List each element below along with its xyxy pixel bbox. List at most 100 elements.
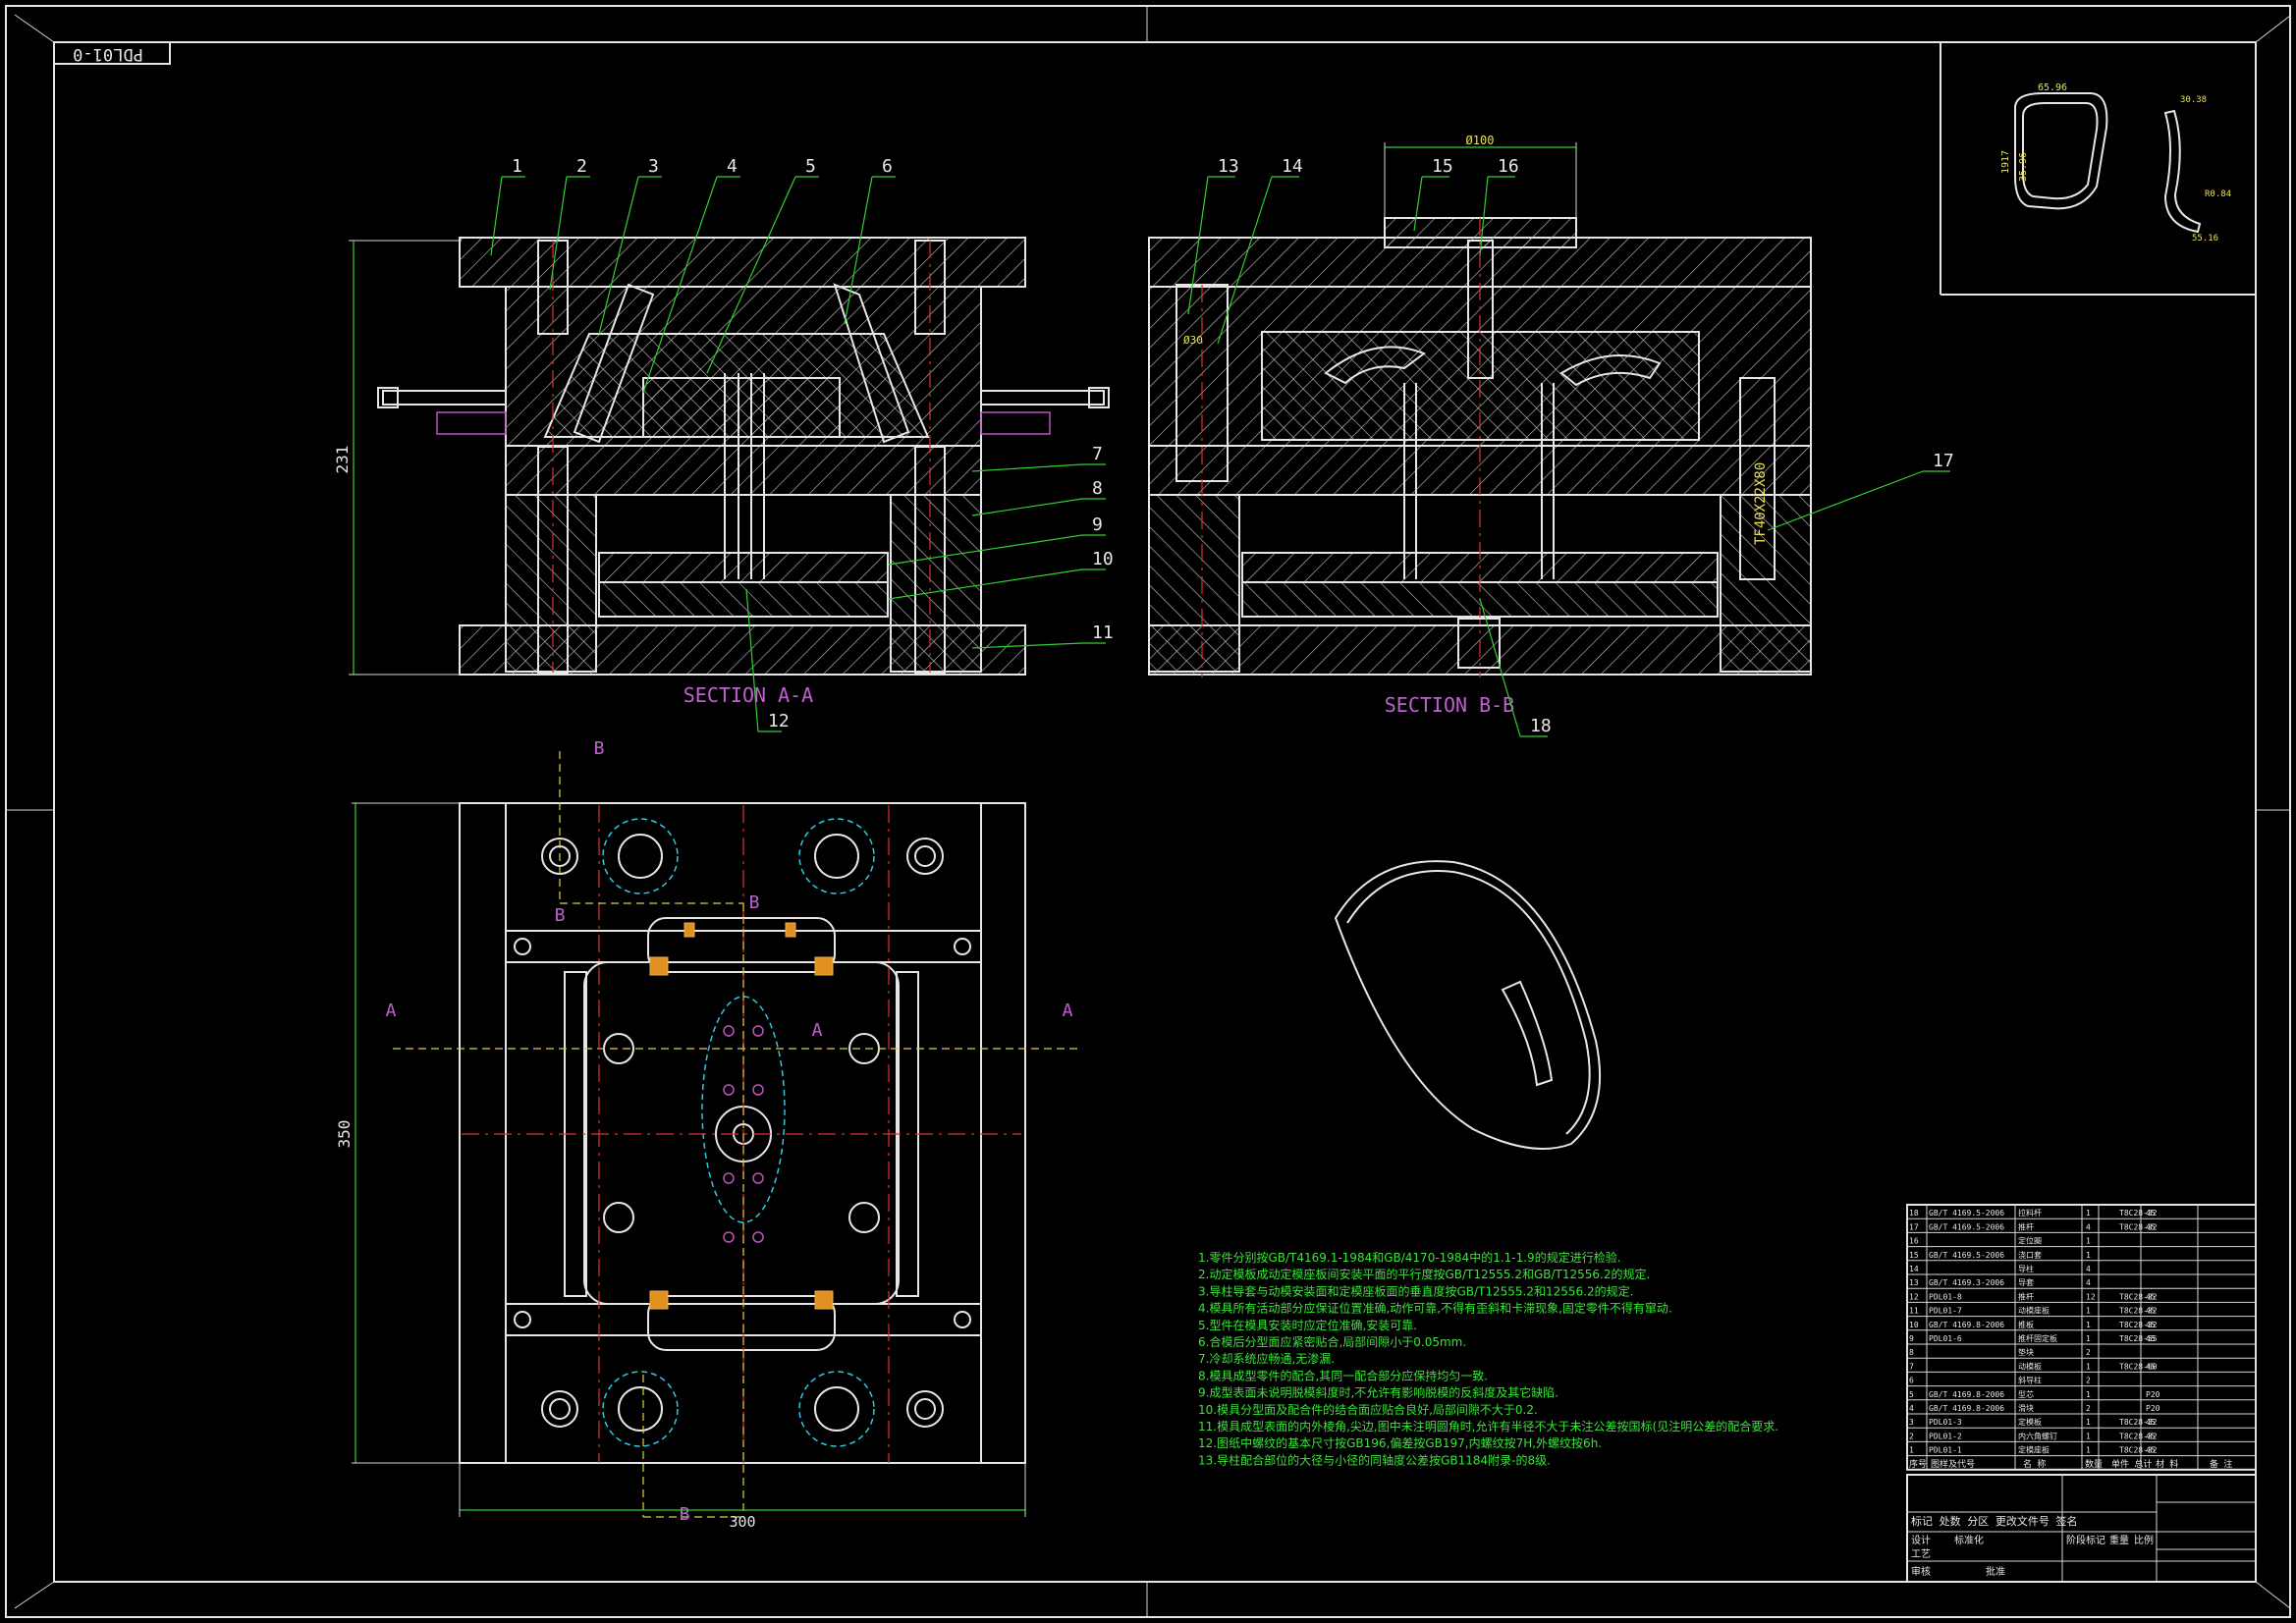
bom-cell: 斜导柱 — [2018, 1376, 2042, 1385]
view-mark-b-bottom: B — [680, 1504, 690, 1525]
title-scale: 比例 — [2134, 1534, 2154, 1546]
bom-cell: 17 — [1909, 1222, 1919, 1231]
part-dim-1: 65.96 — [2038, 82, 2067, 93]
part-dim-3: 35.96 — [2018, 152, 2029, 182]
bom-cell: 45 — [2146, 1209, 2156, 1217]
bom-cell: 12 — [1909, 1292, 1919, 1301]
bom-cell: T8C28-55 — [2119, 1334, 2158, 1343]
view-mark-b-left: B — [555, 905, 566, 926]
title-audit: 审核 — [1911, 1565, 1931, 1578]
callout-label-13: 13 — [1218, 156, 1239, 177]
title-block: 标记 处数 分区 更改文件号 签名 设计 标准化 阶段标记 重量 比例 工艺 审… — [1906, 1474, 2257, 1583]
bom-cell: T8C28-32 — [2119, 1321, 2158, 1329]
bom-cell: GB/T 4169.3-2006 — [1929, 1278, 2004, 1287]
bom-cell: 5 — [1909, 1390, 1914, 1399]
bom-cell: 45 — [2146, 1432, 2156, 1440]
callout-2: 2 — [549, 156, 590, 291]
callout-label-3: 3 — [648, 156, 659, 177]
note-line: 5.型件在模具安装时应定位准确,安装可靠. — [1198, 1318, 1417, 1332]
bom-cell: 45 — [2146, 1334, 2156, 1343]
bom-cell: PDL01-7 — [1929, 1307, 1962, 1316]
bom-cell: 10 — [1909, 1321, 1919, 1329]
bom-cell: 导套 — [2018, 1277, 2034, 1287]
part-dim-6: 55.16 — [2192, 234, 2218, 243]
bom-cell: PDL01-1 — [1929, 1446, 1962, 1455]
callout-9: 9 — [888, 514, 1106, 566]
bom-cell: 推杆 — [2018, 1291, 2034, 1301]
callout-label-9: 9 — [1092, 514, 1103, 535]
callout-label-16: 16 — [1498, 156, 1519, 177]
dim-300: 300 — [729, 1513, 755, 1531]
bom-cell: GB/T 4169.8-2006 — [1929, 1321, 2004, 1329]
bom-cell: T8C28-32 — [2119, 1222, 2158, 1231]
bom-cell: T8C28-32 — [2119, 1292, 2158, 1301]
dim-dia-100: Ø100 — [1466, 134, 1495, 147]
technical-notes: 1.零件分别按GB/T4169.1-1984和GB/4170-1984中的1.1… — [1198, 1250, 1778, 1467]
bom-header-cell: 材 料 — [2156, 1458, 2178, 1470]
bom-cell: 45 — [2146, 1418, 2156, 1427]
bom-cell: 型芯 — [2018, 1389, 2034, 1399]
view-mark-a-mid: A — [812, 1020, 823, 1041]
callout-label-6: 6 — [882, 156, 893, 177]
bom-header-cell: 图样及代号 — [1931, 1458, 1975, 1470]
note-line: 12.图纸中螺纹的基本尺寸按GB196,偏差按GB197,内螺纹按7H,外螺纹按… — [1198, 1435, 1602, 1450]
callout-17: 17 — [1767, 451, 1954, 531]
bom-cell: 1 — [2086, 1209, 2091, 1217]
bom-cell: 拉料杆 — [2018, 1208, 2042, 1217]
bom-cell: 4 — [2086, 1222, 2091, 1231]
bom-cell: 定位圈 — [2018, 1236, 2042, 1246]
callout-label-2: 2 — [576, 156, 587, 177]
callout-label-1: 1 — [512, 156, 522, 177]
callout-label-14: 14 — [1282, 156, 1303, 177]
callout-14: 14 — [1217, 156, 1303, 345]
bom-cell: 4 — [1909, 1404, 1914, 1413]
callout-11: 11 — [971, 622, 1114, 649]
bom-cell: 内六角螺钉 — [2018, 1431, 2057, 1440]
bom-cell: 1 — [2086, 1321, 2091, 1329]
view-mark-a-right: A — [1063, 1001, 1073, 1021]
bom-header-cell: 数量 — [2085, 1458, 2103, 1470]
note-line: 6.合模后分型面应紧密贴合,局部间隙小于0.05mm. — [1198, 1334, 1466, 1349]
bom-cell: T8C28-32 — [2119, 1209, 2158, 1217]
note-line: 2.动定模板成动定模座板间安装平面的平行度按GB/T12555.2和GB/T12… — [1198, 1267, 1650, 1281]
bom-cell: T8C28-32 — [2119, 1307, 2158, 1316]
bom-cell: 1 — [2086, 1334, 2091, 1343]
title-rev-header: 标记 处数 分区 更改文件号 签名 — [1911, 1514, 2078, 1528]
bom-cell: 4 — [2086, 1278, 2091, 1287]
part-isometric-view — [1334, 860, 1602, 1150]
title-craft: 工艺 — [1911, 1548, 1931, 1560]
dim-350: 350 — [335, 1120, 354, 1149]
title-std: 标准化 — [1954, 1534, 1984, 1546]
callout-5: 5 — [706, 156, 819, 374]
bom-cell: 1 — [2086, 1432, 2091, 1440]
bom-cell: P20 — [2146, 1404, 2160, 1413]
bom-cell: 2 — [2086, 1348, 2091, 1357]
bom-cell: PDL01-3 — [1929, 1418, 1962, 1427]
callout-13: 13 — [1187, 156, 1239, 315]
callout-label-8: 8 — [1092, 478, 1103, 499]
callout-15: 15 — [1413, 156, 1453, 232]
bom-cell: T8C28-32 — [2119, 1446, 2158, 1455]
note-line: 7.冷却系统应畅通,无渗漏. — [1198, 1351, 1335, 1366]
part-dim-5: R0.84 — [2205, 189, 2231, 199]
bom-cell: 7 — [1909, 1362, 1914, 1371]
bom-cell: 定模座板 — [2018, 1445, 2050, 1455]
bom-cell: 推板 — [2018, 1320, 2034, 1329]
bom-cell: 1 — [2086, 1307, 2091, 1316]
bom-cell: 12 — [2086, 1292, 2096, 1301]
bom-cell: 浇口套 — [2018, 1250, 2042, 1260]
bom-cell: GB/T 4169.5-2006 — [1929, 1209, 2004, 1217]
dim-inner-dia: Ø30 — [1183, 334, 1203, 347]
bom-cell: 45 — [2146, 1292, 2156, 1301]
part-dim-2: 1917 — [2000, 150, 2011, 174]
bom-cell: 1 — [2086, 1251, 2091, 1260]
